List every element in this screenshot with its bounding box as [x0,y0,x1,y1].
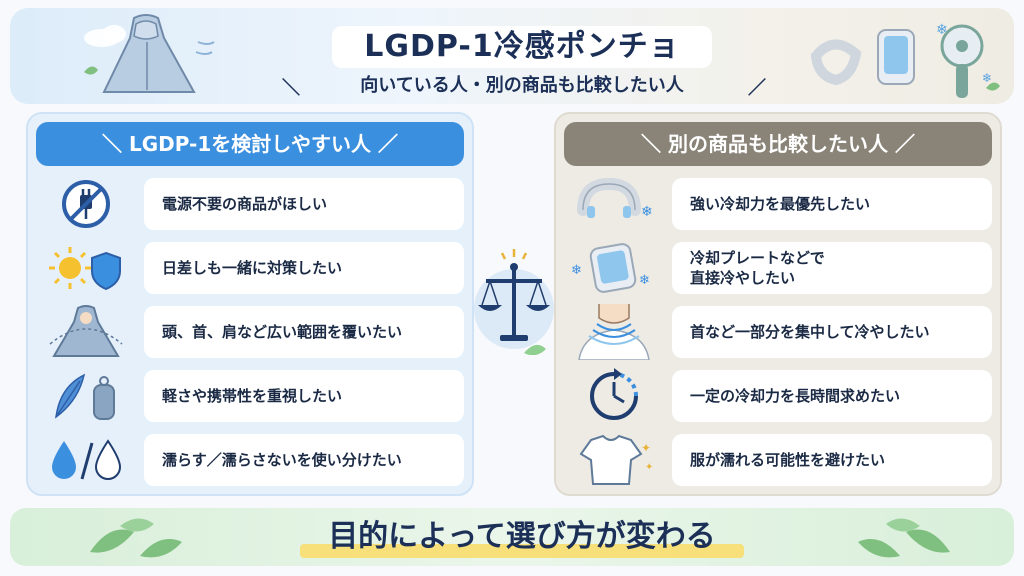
left-item-2-text: 日差しも一緒に対策したい [144,242,464,294]
right-item-1: ❄ 強い冷却力を最優先したい [564,176,992,232]
svg-text:❄: ❄ [639,273,650,288]
left-panel-heading: ＼ LGDP-1を検討しやすい人 ／ [36,122,464,166]
heading-deco-left: ＼ [101,132,129,156]
footer-message: 目的によって選び方が変わる [328,519,716,554]
right-item-3-text: 首など一部分を集中して冷やしたい [672,306,992,358]
subtitle-deco-right: ／ [748,78,766,99]
timer-icon [564,368,664,424]
right-panel-heading: ＼ 別の商品も比較したい人 ／ [564,122,992,166]
heading-deco-left: ＼ [641,132,668,156]
right-panel: ＼ 別の商品も比較したい人 ／ ❄ 強い冷却力を最優先したい ❄ ❄ 冷却プレー… [554,112,1002,496]
sun-shield-icon [36,240,136,296]
svg-text:❄: ❄ [641,204,653,220]
footer-highlight [300,544,744,558]
page-title: LGDP-1冷感ポンチョ [332,26,712,68]
leaf-right-icon [858,518,950,558]
right-panel-heading-text: 別の商品も比較したい人 [668,132,888,156]
right-item-5: ✦ ✦ 服が濡れる可能性を避けたい [564,432,992,488]
right-item-3: 首など一部分を集中して冷やしたい [564,304,992,360]
left-item-2: 日差しも一緒に対策したい [36,240,464,296]
neck-cooling-icon [564,304,664,360]
subtitle-deco-left: ＼ [282,78,300,99]
cooling-gadgets-icon: ❄ ❄ [810,22,1000,98]
right-item-1-text: 強い冷却力を最優先したい [672,178,992,230]
feather-pouch-icon [36,368,136,424]
heading-deco-right: ／ [371,132,399,156]
left-item-3: 頭、首、肩など広い範囲を覆いたい [36,304,464,360]
poncho-illustration-icon [84,14,215,93]
left-item-5: 濡らす／濡らさないを使い分けたい [36,432,464,488]
poncho-person-icon [36,304,136,360]
left-item-4-text: 軽さや携帯性を重視したい [144,370,464,422]
left-item-4: 軽さや携帯性を重視したい [36,368,464,424]
svg-text:✦: ✦ [645,462,653,473]
right-item-2: ❄ ❄ 冷却プレートなどで 直接冷やしたい [564,240,992,296]
page-subtitle: 向いている人・別の商品も比較したい人 [360,75,684,96]
leaf-left-icon [90,518,182,558]
right-item-4: 一定の冷却力を長時間求めたい [564,368,992,424]
svg-text:❄: ❄ [571,263,582,278]
right-item-4-text: 一定の冷却力を長時間求めたい [672,370,992,422]
right-item-5-text: 服が濡れる可能性を避けたい [672,434,992,486]
left-item-1: 電源不要の商品がほしい [36,176,464,232]
cooling-plate-icon: ❄ ❄ [564,240,664,296]
no-plug-icon [36,176,136,232]
left-panel-heading-text: LGDP-1を検討しやすい人 [128,132,372,156]
left-item-3-text: 頭、首、肩など広い範囲を覆いたい [144,306,464,358]
balance-scale-icon [474,249,554,355]
water-drops-icon [36,432,136,488]
neck-cooler-icon: ❄ [564,176,664,232]
left-item-5-text: 濡らす／濡らさないを使い分けたい [144,434,464,486]
tshirt-icon: ✦ ✦ [564,432,664,488]
left-panel: ＼ LGDP-1を検討しやすい人 ／ 電源不要の商品がほしい [26,112,474,496]
footer-banner: 目的によって選び方が変わる [10,508,1014,566]
right-item-2-text: 冷却プレートなどで 直接冷やしたい [672,242,992,294]
header-banner: LGDP-1冷感ポンチョ ＼ 向いている人・別の商品も比較したい人 ／ ❄ ❄ [10,8,1014,104]
svg-text:❄: ❄ [936,22,948,38]
left-item-1-text: 電源不要の商品がほしい [144,178,464,230]
svg-text:❄: ❄ [982,71,992,85]
svg-text:✦: ✦ [641,441,651,455]
heading-deco-right: ／ [888,132,915,156]
